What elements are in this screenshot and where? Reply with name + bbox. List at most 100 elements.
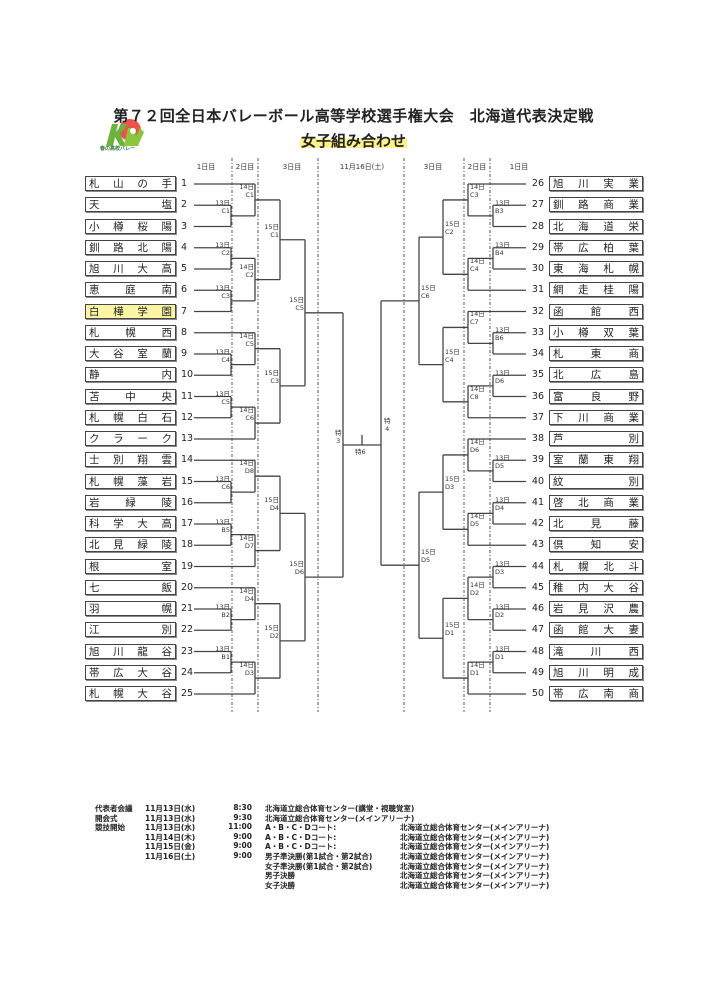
schedule-detail: 男子決勝 (265, 871, 295, 881)
team-number: 47 (531, 624, 544, 636)
schedule-venue: 北海道立総合体育センター(講堂・視聴覚室) (265, 804, 415, 813)
team-name-box: 根室 (85, 558, 176, 574)
team-number: 22 (181, 624, 194, 636)
team-number: 35 (531, 369, 544, 381)
team-name-char: 知 (590, 539, 602, 552)
match-day: 13日 (495, 326, 510, 335)
schedule-event: 開会式 (95, 813, 118, 823)
team-name-char: 業 (628, 199, 639, 212)
match-day: 14日 (470, 661, 485, 670)
team-name-char: 道 (603, 220, 614, 233)
team-name-char: 大 (137, 666, 148, 679)
schedule-time: 9:30 (233, 812, 252, 822)
team-name-char: 大 (137, 263, 148, 275)
team-name-char: 柏 (603, 241, 614, 254)
team-name-char: 実 (603, 178, 614, 190)
team-name-char: 旭 (89, 645, 100, 658)
match-day: 13日 (215, 645, 230, 654)
team-name-char: 双 (603, 326, 614, 339)
match-court: D1 (470, 669, 480, 678)
match-court: B3 (495, 206, 504, 215)
team-name-char: 沢 (603, 603, 614, 615)
team-number: 24 (181, 666, 194, 678)
match-day: 14日 (470, 182, 485, 191)
team-name-char: 啓 (553, 496, 564, 509)
team-number: 8 (181, 326, 188, 338)
match-court: B6 (495, 334, 504, 343)
schedule-time: 9:00 (233, 841, 252, 851)
team-name-char: 白 (89, 305, 100, 318)
team-name-char: 翔 (628, 454, 639, 467)
team-number: 46 (531, 603, 544, 614)
team-name-box: 紋別 (549, 473, 643, 489)
schedule-venue: 北海道立総合体育センター(メインアリーナ) (400, 842, 550, 852)
team-name-char: 広 (578, 241, 589, 254)
team-name-char: 翔 (137, 454, 148, 467)
match-day: 14日 (239, 661, 254, 670)
team-name-char: 幌 (628, 263, 639, 275)
match-court: D5 (495, 461, 505, 470)
team-name-char: 緑 (137, 539, 148, 552)
team-name-char: 旭 (553, 666, 564, 679)
team-name-char: 明 (603, 666, 614, 679)
team-name-char: 根 (89, 560, 100, 573)
schedule-venue: 北海道立総合体育センター(メインアリーナ) (400, 852, 550, 861)
team-name-char: 苫 (89, 390, 100, 403)
team-number: 36 (531, 390, 544, 402)
match-court: D3 (244, 669, 254, 678)
team-number: 16 (181, 496, 194, 508)
team-name-char: 科 (89, 518, 100, 530)
team-name-char: 庭 (125, 284, 136, 297)
team-name-char: 北 (137, 241, 148, 254)
team-name-box: 函館大妻 (549, 622, 643, 638)
match-day: 13日 (495, 602, 510, 611)
team-name-char: 川 (578, 411, 589, 424)
team-number: 3 (181, 220, 188, 232)
team-name-char: 石 (161, 411, 172, 424)
team-number: 9 (181, 348, 188, 359)
match-day: 14日 (239, 586, 254, 595)
team-name-char: 網 (553, 284, 564, 297)
team-name-char: 商 (603, 411, 614, 424)
team-name-char: 羽 (89, 603, 100, 615)
team-name-char: 館 (578, 624, 589, 637)
team-name-char: 函 (553, 624, 564, 637)
team-name-box: 七飯 (85, 579, 176, 595)
schedule-date: 11月15日(金) (145, 842, 196, 852)
match-day: 13日 (215, 241, 230, 250)
team-name-char: 走 (578, 284, 589, 297)
team-name-box: 稚内大谷 (549, 579, 643, 595)
team-name-char: 札 (553, 348, 564, 360)
team-name-char: 農 (628, 603, 639, 615)
schedule-date: 11月13日(水) (145, 823, 196, 833)
match-court: D7 (244, 541, 254, 550)
match-day: 15日 (445, 220, 460, 229)
team-name-char: 幌 (113, 411, 124, 424)
match-day: 15日 (289, 560, 304, 569)
team-name-char: ラ (113, 433, 124, 445)
schedule-time: 9:00 (233, 851, 252, 860)
column-header-right-day2: 2日目 (467, 163, 487, 171)
team-name-char: 樽 (578, 326, 589, 339)
team-name-char: 樽 (113, 220, 124, 233)
match-court: C8 (470, 392, 479, 401)
